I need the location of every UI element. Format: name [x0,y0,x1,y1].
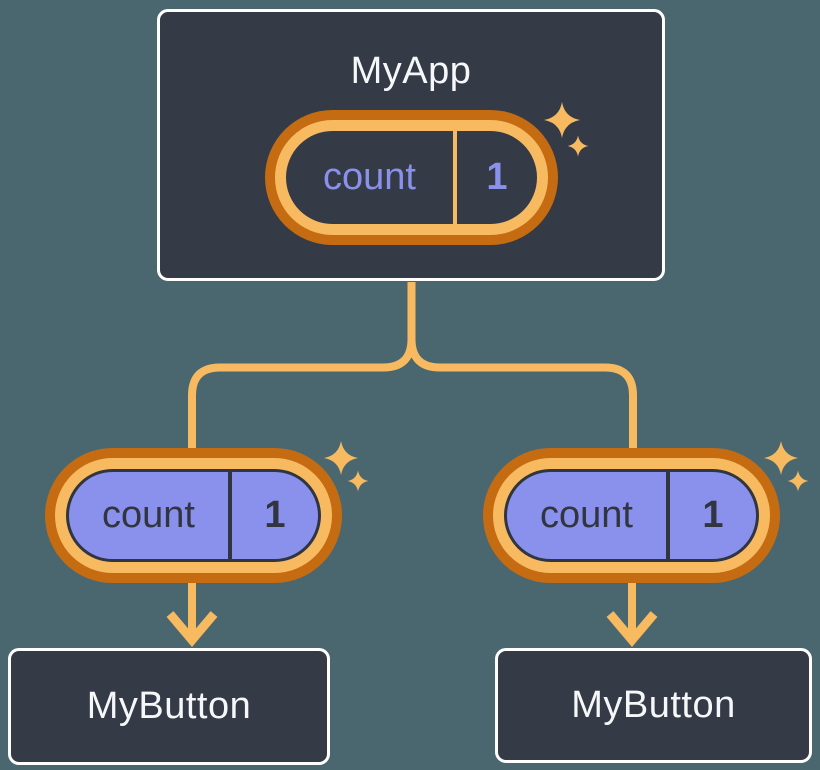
state-value: 1 [486,156,508,198]
prop-value: 1 [702,494,724,536]
pill-divider [666,472,670,559]
prop-pill-left: count 1 [45,448,342,583]
node-mybutton-left: MyButton [8,648,330,765]
prop-label: count [102,494,195,536]
pill-divider [453,131,457,224]
prop-value: 1 [264,494,286,536]
pill-divider [228,472,232,559]
right-arrowhead-icon [606,611,658,647]
prop-label: count [540,494,633,536]
connector-root-to-right-child [407,282,637,452]
connector-root-to-left-child [188,282,416,452]
left-arrowhead-icon [166,611,218,647]
node-mybutton-right: MyButton [495,648,812,763]
node-title: MyApp [350,50,472,92]
node-title: MyButton [86,685,252,727]
state-pill-root: count 1 [265,110,558,245]
state-label: count [323,156,416,198]
node-title: MyButton [571,684,736,726]
prop-pill-right: count 1 [483,448,780,583]
